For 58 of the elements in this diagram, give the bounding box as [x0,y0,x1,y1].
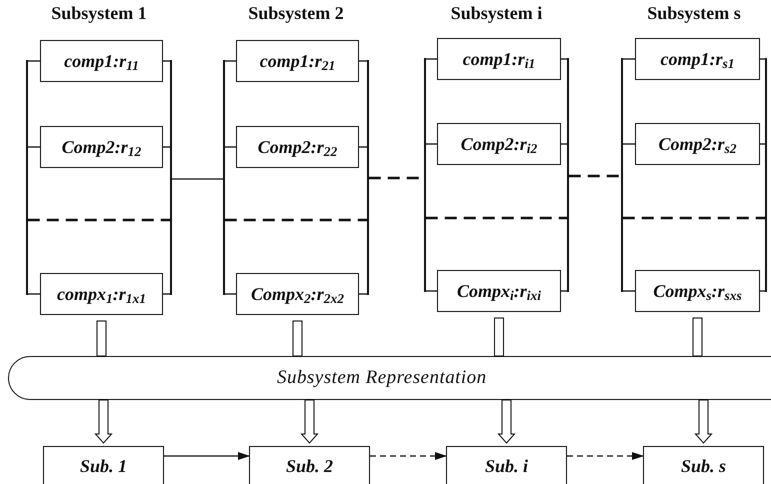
component-box: comp1:r$_{11}$ [40,40,163,82]
connector-line [28,146,40,148]
rounded-band: Subsystem Representation [8,356,771,400]
rail-line [621,58,623,292]
rail-line [170,60,172,295]
subsystem-heading: Subsystem i [450,4,544,22]
connector-line [172,178,224,180]
connector-line [622,290,635,292]
rail-line [26,60,28,295]
dashed-line [224,218,368,222]
hollow-arrow [494,318,504,356]
subsystem-box: Sub. 2 [249,446,370,484]
hollow-arrow [497,400,516,444]
connector-line [224,60,236,62]
arrow [370,452,447,460]
hollow-arrow [96,320,106,356]
hollow-arrow [694,400,713,444]
rail-line [223,60,225,295]
connector-line [622,143,635,145]
connector-line [224,146,236,148]
hollow-arrow [692,318,702,356]
connector-line [426,290,437,292]
rail-line [367,60,369,295]
component-box: Comp2:r$_{12}$ [40,126,163,168]
rail-line [424,58,426,292]
component-box: Compx$_{2}$:r$_{2x2}$ [236,273,359,315]
subsystem-heading: Subsystem s [646,4,742,22]
connector-line [426,143,437,145]
component-box: comp1:r$_{21}$ [236,40,359,82]
hollow-arrow [292,320,302,356]
component-box: Compx$_{i}$:r$_{ixi}$ [437,270,561,312]
component-box: Comp2:r$_{22}$ [236,126,359,168]
component-box: Comp2:r$_{i2}$ [437,123,561,165]
arrow [164,452,250,460]
dashed-line [28,218,170,222]
connector-line [28,60,40,62]
component-box: comp1:r$_{i1}$ [437,38,561,80]
dashed-line [568,174,622,178]
dashed-line [426,216,568,220]
arrow [567,452,644,460]
dashed-line [622,216,766,220]
subsystem-box: Sub. s [643,446,764,484]
component-box: Comp2:r$_{s2}$ [635,123,760,165]
connector-line [28,293,40,295]
subsystem-heading: Subsystem 2 [247,4,345,22]
rail-line [567,58,569,292]
connector-line [426,58,437,60]
hollow-arrow [300,400,319,444]
component-box: Compx$_{s}$:r$_{sxs}$ [635,270,760,312]
rail-line [765,58,767,292]
component-box: comp1:r$_{s1}$ [635,38,760,80]
connector-line [622,58,635,60]
connector-line [224,293,236,295]
subsystem-box: Sub. i [446,446,567,484]
component-box: compx$_{1}$:r$_{1x1}$ [40,273,163,315]
subsystem-box: Sub. 1 [43,446,164,484]
subsystem-heading: Subsystem 1 [50,4,148,22]
hollow-arrow [94,400,113,444]
